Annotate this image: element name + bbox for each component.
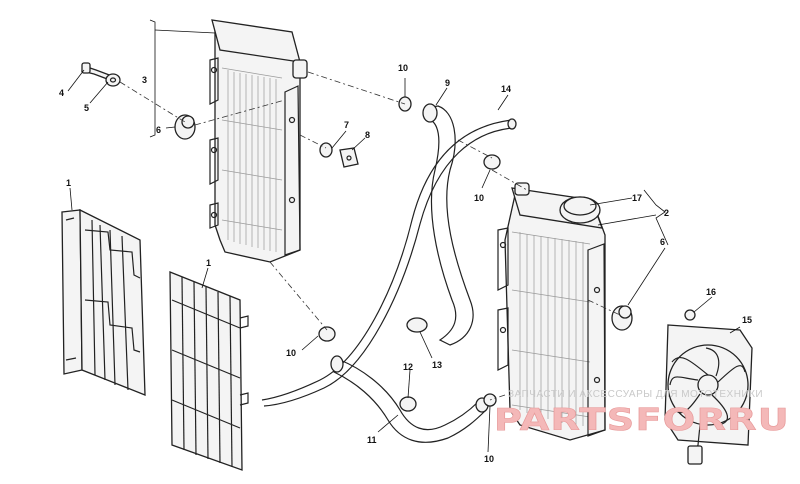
callout-labels: 1 1 2 3 4 5 6 6 7 8 9 10 10 10 10 11 12 … (59, 63, 752, 464)
rubber-mount-right (611, 305, 633, 331)
watermark-tagline: ЗАПЧАСТИ И АКСЕССУАРЫ ДЛЯ МОТОТЕХНИКИ (508, 389, 763, 400)
nut-plate (339, 147, 359, 168)
radiator-grille-large (61, 208, 146, 396)
callout-1-large-grille: 1 (66, 178, 71, 188)
callout-5: 5 (84, 103, 89, 113)
callout-10-left: 10 (286, 348, 296, 358)
callout-6-left: 6 (156, 125, 161, 135)
radiator-grille-louvred (169, 271, 249, 471)
callout-9: 9 (445, 78, 450, 88)
callout-16: 16 (706, 287, 716, 297)
callout-15: 15 (742, 315, 752, 325)
cooling-fan-assembly (664, 324, 753, 465)
watermark-brand: PARTSFORRU (494, 403, 790, 438)
callout-12: 12 (403, 362, 413, 372)
watermark: ЗАПЧАСТИ И АКСЕССУАРЫ ДЛЯ МОТОТЕХНИКИ PA… (494, 389, 790, 438)
hose-lower (330, 355, 489, 443)
leader-lines (67, 19, 741, 453)
callout-10-top: 10 (398, 63, 408, 73)
callout-10-right: 10 (474, 193, 484, 203)
callout-13: 13 (432, 360, 442, 370)
callout-8: 8 (365, 130, 370, 140)
callout-2: 2 (664, 208, 669, 218)
fan-screw (684, 309, 696, 321)
callout-14: 14 (501, 84, 511, 94)
callout-3: 3 (142, 75, 147, 85)
rubber-mount-left (174, 114, 196, 140)
callout-11: 11 (367, 435, 377, 445)
hose-breather (261, 118, 517, 407)
callout-4: 4 (59, 88, 64, 98)
right-radiator (497, 182, 606, 441)
spacer (319, 142, 333, 158)
callout-10-bottom: 10 (484, 454, 494, 464)
callout-1-louvred-grille: 1 (206, 258, 211, 268)
washer-hole (109, 77, 117, 83)
assembly-lines (119, 71, 621, 401)
hose-upper (422, 103, 474, 346)
left-radiator (209, 19, 308, 263)
callout-7: 7 (344, 120, 349, 130)
callout-17: 17 (632, 193, 642, 203)
callout-6-right: 6 (660, 237, 665, 247)
